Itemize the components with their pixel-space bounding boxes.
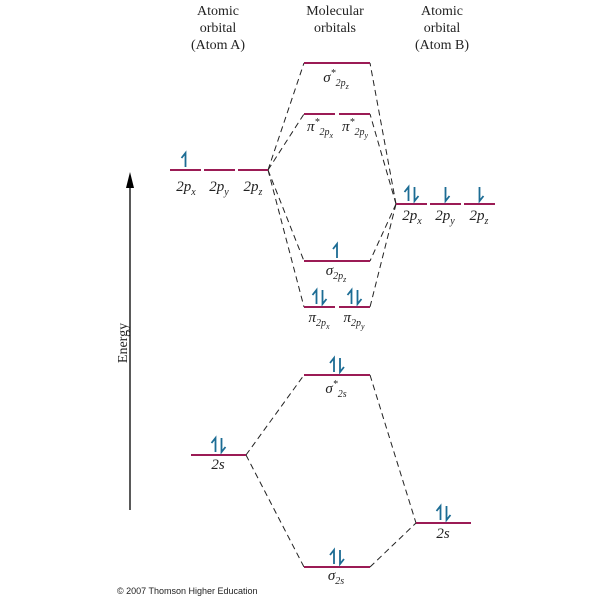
- label-b-2px: 2px: [402, 208, 422, 227]
- header-atom-a-line2: orbital: [199, 21, 237, 36]
- label-sigma-star-2p: σ*2pz: [323, 68, 349, 91]
- electron-b-2py-down: [444, 187, 451, 204]
- label-sigma-star-2s: σ*2s: [325, 379, 347, 400]
- electron-sigma-2p-up: [332, 241, 338, 258]
- label-a-2pz: 2pz: [243, 179, 263, 198]
- header-atom-b-line1: Atomic: [421, 4, 463, 19]
- dash-b2p-sigmastar2p: [369, 62, 397, 205]
- energy-axis-label: Energy: [116, 322, 131, 364]
- electron-sigma-2s-down: [339, 550, 345, 567]
- header-atom-a: Atomic orbital (Atom A): [168, 3, 268, 54]
- header-atom-b-line3: (Atom B): [414, 38, 470, 53]
- header-molecular-line2: orbitals: [314, 21, 356, 36]
- electron-pi-2px-up: [311, 287, 318, 304]
- electron-a-2s-down: [220, 438, 227, 455]
- electron-sigma-star-2s-down: [339, 358, 345, 375]
- dash-a2p-sigmastar2p: [267, 62, 305, 171]
- label-b-2py: 2py: [435, 208, 455, 227]
- electron-sigma-2s-up: [329, 547, 335, 564]
- dash-a2p-sigma2p: [267, 169, 305, 262]
- dash-a2s-sigma: [245, 454, 305, 568]
- dash-a2p-pi: [267, 169, 305, 308]
- dash-a2p-pistar: [267, 113, 305, 171]
- label-sigma-2s: σ2s: [327, 568, 345, 587]
- electron-sigma-star-2s-up: [329, 355, 335, 372]
- dash-b2p-pi: [369, 203, 397, 308]
- electron-b-2px-down: [413, 187, 420, 204]
- electron-pi-2px-down: [321, 290, 328, 307]
- electron-b-2px-up: [403, 184, 410, 201]
- dash-a2s-sigmastar: [245, 374, 305, 456]
- dash-b2p-pistar: [369, 113, 397, 205]
- electron-b-2s-down: [445, 506, 452, 523]
- electron-a-2px-up: [180, 150, 187, 167]
- energy-arrow-head: [126, 172, 134, 188]
- electron-a-2s-up: [210, 435, 217, 452]
- label-pi-2py: π2py: [343, 310, 365, 331]
- electron-pi-2py-down: [356, 290, 363, 307]
- header-atom-a-line1: Atomic: [197, 4, 239, 19]
- dash-b2p-sigma2p: [369, 203, 397, 262]
- header-atom-a-line3: (Atom A): [190, 38, 246, 53]
- copyright-notice: © 2007 Thomson Higher Education: [117, 586, 258, 596]
- header-atom-b: Atomic orbital (Atom B): [392, 3, 492, 54]
- label-a-2py: 2py: [209, 179, 229, 198]
- label-pi-star-2px: π*2px: [306, 117, 334, 140]
- label-a-2s: 2s: [211, 457, 225, 473]
- electron-b-2s-up: [435, 503, 442, 520]
- electron-pi-2py-up: [346, 287, 353, 304]
- header-molecular: Molecular orbitals: [280, 3, 390, 37]
- dash-b2s-sigma: [369, 522, 417, 568]
- header-molecular-line1: Molecular: [306, 4, 364, 19]
- label-pi-2px: π2px: [308, 310, 330, 331]
- label-sigma-2p: σ2pz: [325, 263, 347, 284]
- label-b-2pz: 2pz: [469, 208, 489, 227]
- electron-b-2pz-down: [478, 187, 485, 204]
- label-pi-star-2py: π*2py: [341, 117, 369, 140]
- label-a-2px: 2px: [176, 179, 196, 198]
- dash-b2s-sigmastar: [369, 374, 417, 524]
- label-b-2s: 2s: [436, 526, 450, 542]
- header-atom-b-line2: orbital: [423, 21, 461, 36]
